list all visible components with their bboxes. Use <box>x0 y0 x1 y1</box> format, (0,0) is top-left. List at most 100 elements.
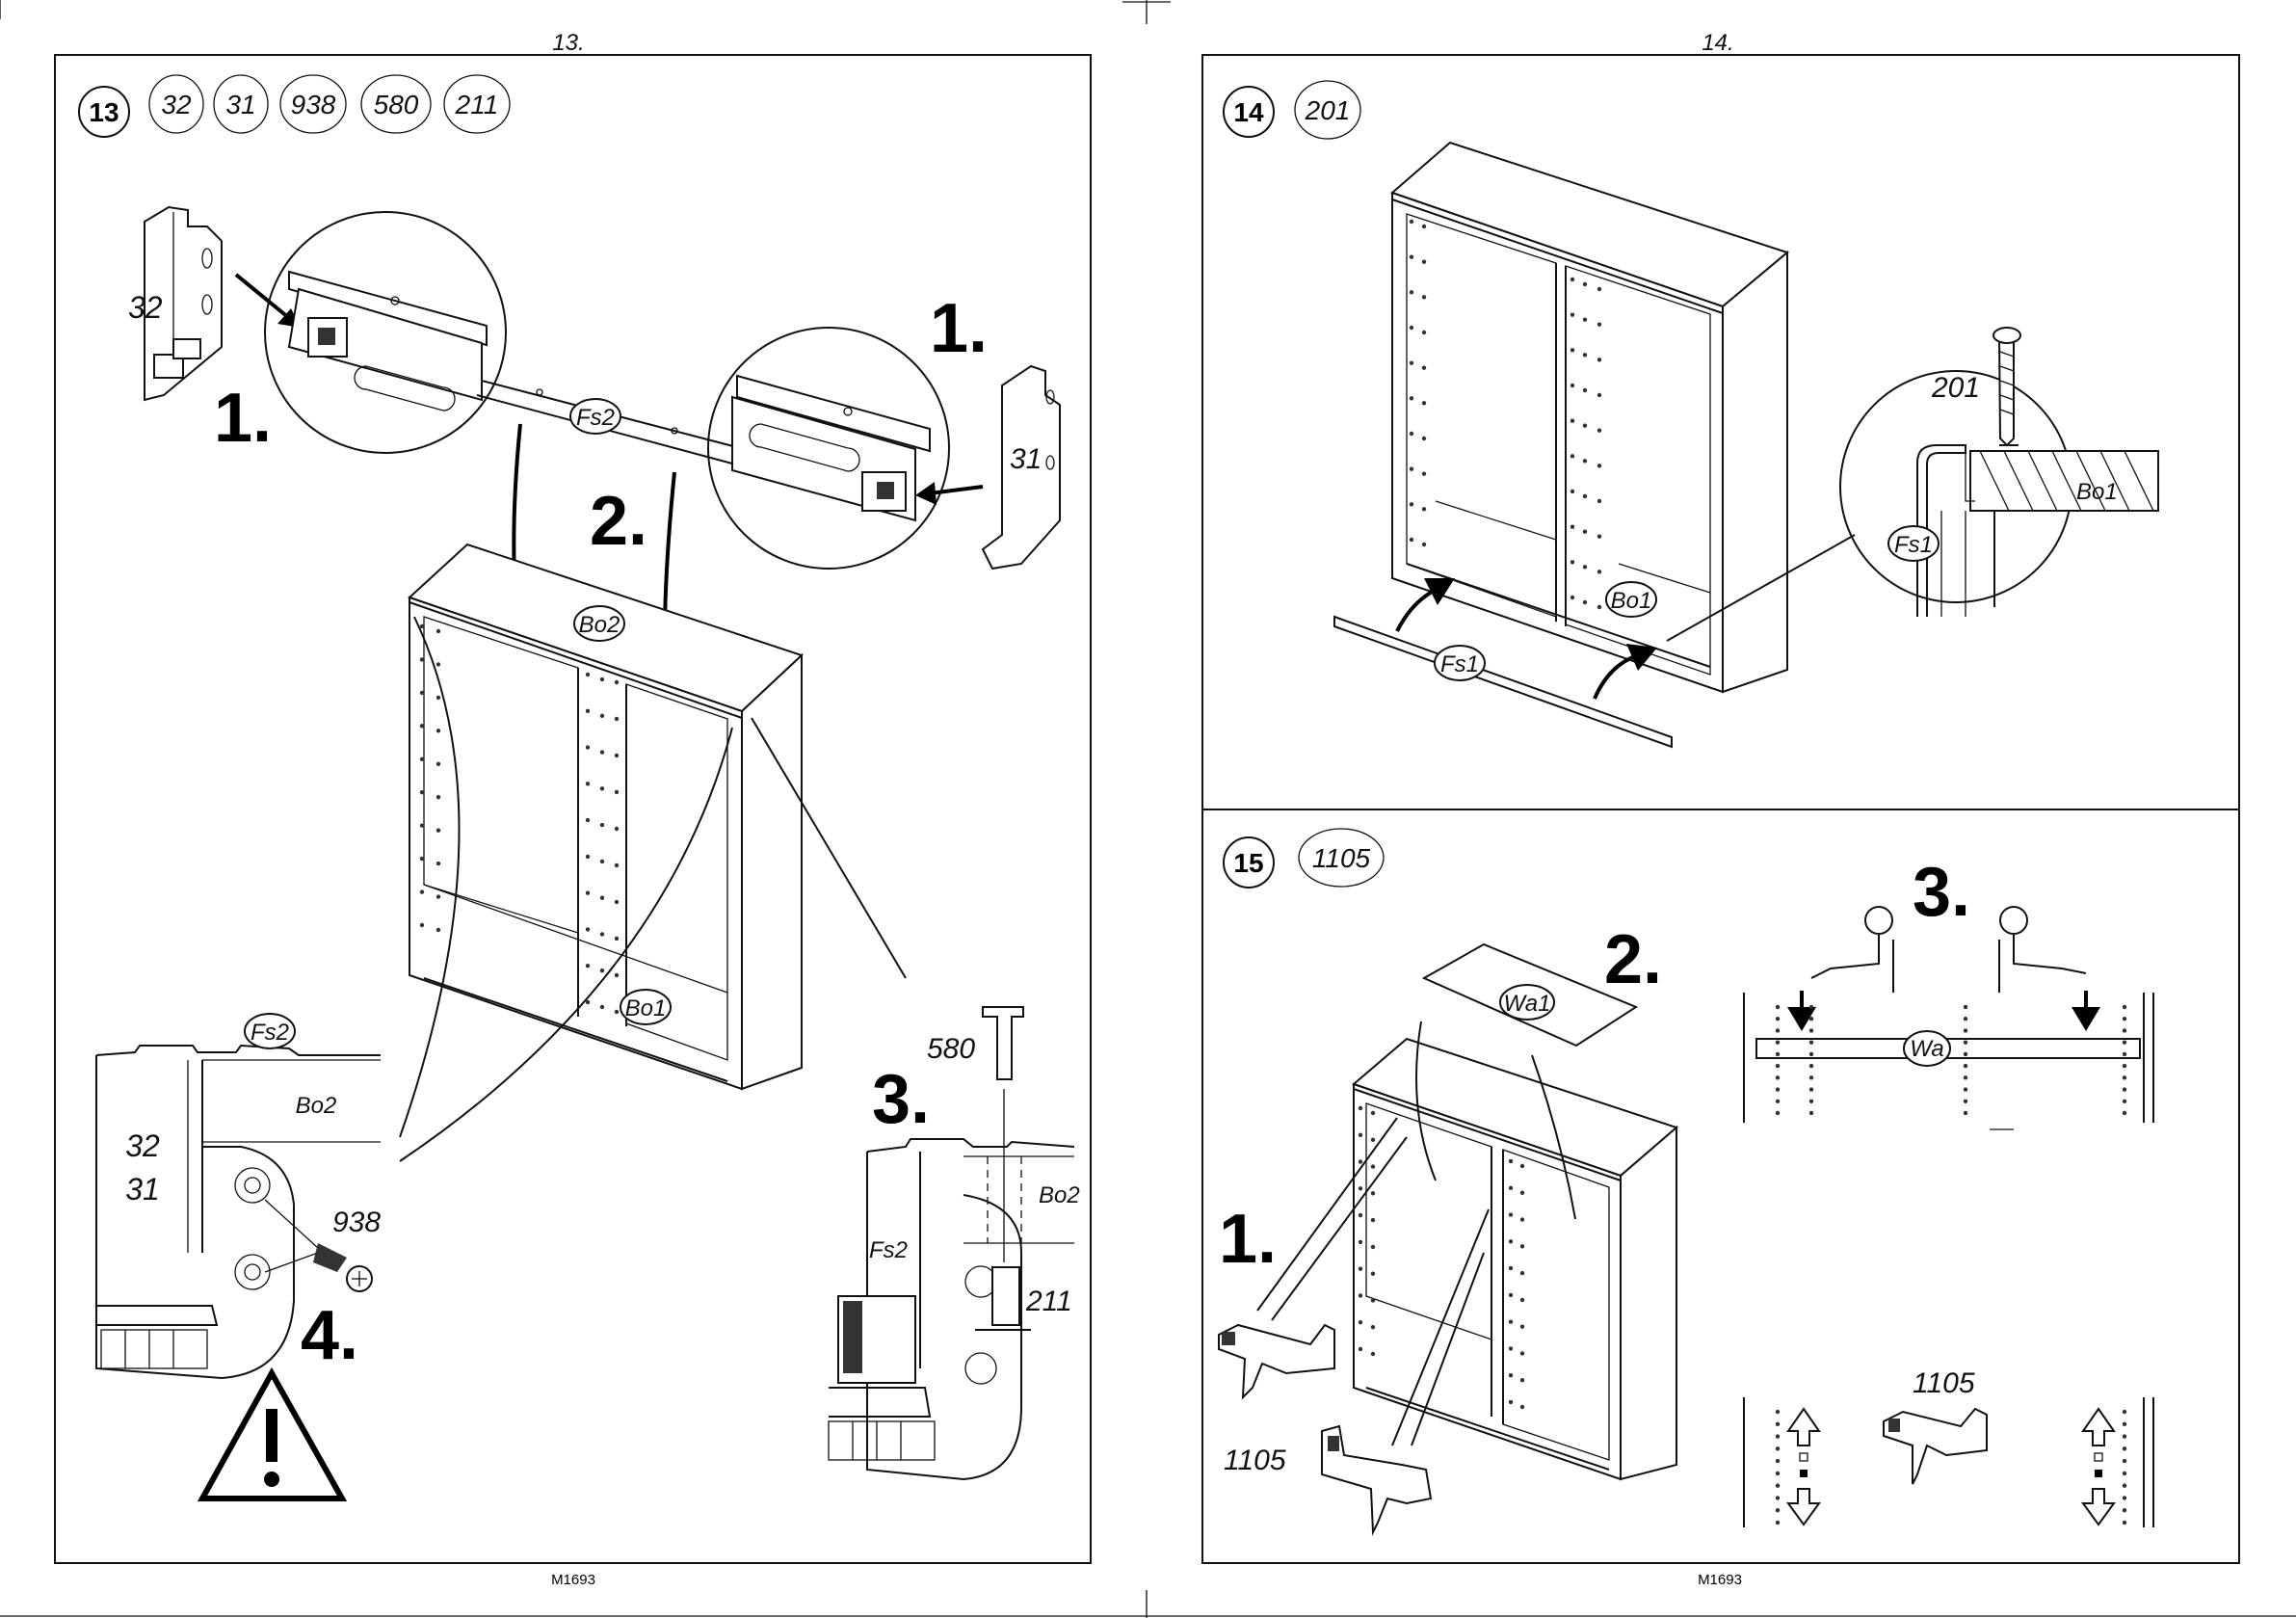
pin-hole <box>615 790 619 794</box>
step-number: 14 <box>1233 97 1264 127</box>
pin-hole <box>420 790 424 794</box>
pin-hole <box>1359 1133 1362 1137</box>
pin-hole <box>1809 1100 1813 1103</box>
pin-hole <box>2123 1111 2126 1115</box>
pin-hole <box>615 863 619 867</box>
pin-hole <box>1809 1075 1813 1079</box>
pin-hole <box>1359 1347 1362 1351</box>
pin-hole <box>1964 1075 1967 1079</box>
pin-hole <box>420 857 424 861</box>
pin-hole <box>1570 384 1574 387</box>
part-label-fs2: Fs2 <box>576 405 615 431</box>
pin-hole <box>586 927 590 931</box>
pin-hole <box>1509 1400 1513 1404</box>
part-label-fs2: Fs2 <box>869 1237 908 1263</box>
pin-hole <box>1964 1052 1967 1056</box>
part-label-938: 938 <box>332 1207 381 1238</box>
pin-hole <box>1583 317 1587 321</box>
pin-hole <box>1583 353 1587 357</box>
pin-hole <box>1371 1111 1375 1115</box>
pin-hole <box>1520 1191 1524 1195</box>
pin-hole <box>1776 1100 1780 1103</box>
pin-hole <box>615 754 619 757</box>
pin-hole <box>1422 543 1426 546</box>
pin-hole <box>600 750 604 754</box>
pin-hole <box>586 1000 590 1004</box>
pin-hole <box>1570 596 1574 599</box>
part-number: 201 <box>1305 95 1351 125</box>
pin-hole <box>1570 278 1574 281</box>
pin-hole <box>615 717 619 721</box>
pin-hole <box>436 828 440 832</box>
pin-hole <box>1776 1064 1780 1068</box>
pin-hole <box>1776 1508 1780 1512</box>
part-number: 1105 <box>1312 843 1371 873</box>
pin-hole <box>2123 1028 2126 1032</box>
arrow-icon <box>1595 655 1638 699</box>
order-label: 1. <box>1219 1201 1277 1278</box>
pin-hole <box>1776 1521 1780 1525</box>
pin-hole <box>1371 1164 1375 1168</box>
rail-end-detail <box>732 376 930 520</box>
pin-hole <box>1371 1138 1375 1142</box>
part-number: 938 <box>291 90 336 119</box>
pin-hole <box>1583 459 1587 463</box>
pin-hole <box>1359 1186 1362 1190</box>
pin-hole <box>1422 471 1426 475</box>
part-label-wa: Wa <box>1910 1036 1944 1062</box>
pin-hole <box>1520 1324 1524 1328</box>
pin-hole <box>1410 326 1413 330</box>
pin-hole <box>1371 1271 1375 1275</box>
pin-hole <box>2123 1434 2126 1438</box>
pin-hole <box>1964 1028 1967 1032</box>
pin-hole <box>615 1010 619 1014</box>
arrow-icon <box>930 487 983 493</box>
pin-hole <box>1597 499 1601 503</box>
pin-hole <box>586 964 590 968</box>
pin-hole <box>1509 1319 1513 1323</box>
part-number: 32 <box>161 90 192 119</box>
pin-hole <box>1570 312 1574 316</box>
pin-hole <box>436 862 440 865</box>
pin-hole <box>586 709 590 713</box>
pin-hole <box>2123 1087 2126 1091</box>
part-label-bo2: Bo2 <box>579 612 620 638</box>
pin-hole <box>436 696 440 700</box>
part-label-1105: 1105 <box>1913 1367 1975 1399</box>
order-label: 2. <box>1604 921 1662 998</box>
pin-hole <box>1570 348 1574 352</box>
pin-hole <box>436 928 440 932</box>
pin-hole <box>436 662 440 666</box>
part-label-bo1: Bo1 <box>625 995 667 1021</box>
pin-hole <box>1509 1159 1513 1163</box>
pin-hole <box>1776 1005 1780 1009</box>
pin-hole <box>1359 1266 1362 1270</box>
part-label-580: 580 <box>927 1033 975 1065</box>
pin-hole <box>1410 290 1413 294</box>
pin-hole <box>1964 1100 1967 1103</box>
pin-hole <box>2123 1410 2126 1414</box>
pin-hole <box>1359 1159 1362 1163</box>
pin-hole <box>1776 1410 1780 1414</box>
part-label-fs1: Fs1 <box>1440 651 1479 677</box>
pin-hole <box>2123 1459 2126 1463</box>
pin-hole <box>1776 1483 1780 1487</box>
part-label-211: 211 <box>1025 1286 1072 1317</box>
pin-hole <box>1776 1111 1780 1115</box>
pin-hole <box>1583 494 1587 498</box>
step-13: 13 32 31 938 580 211 32 1. <box>79 75 1080 1499</box>
pin-hole <box>1520 1244 1524 1248</box>
pin-hole <box>1776 1446 1780 1450</box>
pin-hole <box>1422 437 1426 440</box>
pin-hole <box>1964 1111 1967 1115</box>
pin-hole <box>1583 388 1587 392</box>
step-14: 14 201 Bo1 Fs1 <box>1224 81 2158 747</box>
arrow-down-icon <box>2072 1007 2100 1031</box>
pin-hole <box>1422 295 1426 299</box>
part-label-fs2: Fs2 <box>251 1020 289 1046</box>
up-down-arrow-icon <box>2083 1409 2114 1525</box>
pin-hole <box>1597 393 1601 397</box>
pin-hole <box>436 762 440 766</box>
pin-hole <box>420 624 424 628</box>
pin-hole <box>1809 1087 1813 1091</box>
